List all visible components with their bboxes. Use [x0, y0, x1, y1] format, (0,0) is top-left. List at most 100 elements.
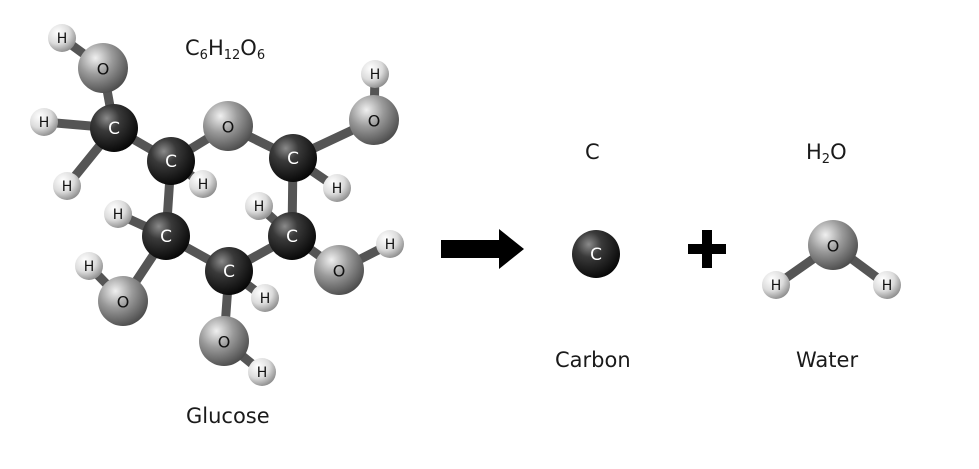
formula-subscript: 2	[821, 152, 831, 167]
formula-element: O	[830, 140, 847, 164]
carbon-atom-label: C	[160, 227, 172, 247]
oxygen-atom-label: O	[222, 118, 235, 137]
glucose-formula: C6H12O6	[185, 36, 265, 63]
oxygen-atom-label: O	[117, 293, 130, 312]
oxygen-sphere	[349, 95, 399, 145]
hydrogen-atom-label: H	[84, 259, 95, 275]
hydrogen-atom: H	[245, 192, 273, 220]
carbon-atom: C	[147, 137, 195, 185]
hydrogen-atom: H	[323, 174, 351, 202]
hydrogen-sphere	[762, 271, 790, 299]
carbon-atom: C	[572, 230, 620, 278]
formula-subscript: 12	[223, 48, 241, 63]
hydrogen-atom: H	[104, 200, 132, 228]
carbon-caption: Carbon	[555, 348, 631, 372]
carbon-sphere	[147, 137, 195, 185]
hydrogen-atom-label: H	[57, 31, 68, 47]
carbon-sphere	[572, 230, 620, 278]
hydrogen-atom: H	[30, 108, 58, 136]
hydrogen-atom: H	[762, 271, 790, 299]
hydrogen-atom-label: H	[771, 278, 782, 294]
carbon-atom-label: C	[108, 119, 120, 139]
hydrogen-atom-label: H	[260, 291, 271, 307]
carbon-atom: C	[268, 212, 316, 260]
carbon-atom-label: C	[286, 227, 298, 247]
carbon-sphere	[205, 247, 253, 295]
oxygen-sphere	[808, 220, 858, 270]
hydrogen-atom-label: H	[113, 207, 124, 223]
plus-sign	[688, 230, 726, 268]
oxygen-atom: O	[78, 43, 128, 93]
hydrogen-sphere	[361, 60, 389, 88]
oxygen-atom-label: O	[827, 237, 840, 256]
hydrogen-atom-label: H	[370, 67, 381, 83]
carbon-atom: C	[205, 247, 253, 295]
carbon-sphere	[268, 212, 316, 260]
glucose-caption: Glucose	[186, 404, 270, 428]
oxygen-atom-label: O	[218, 333, 231, 352]
hydrogen-sphere	[75, 252, 103, 280]
hydrogen-sphere	[53, 172, 81, 200]
oxygen-sphere	[98, 276, 148, 326]
carbon-atom: C	[90, 104, 138, 152]
oxygen-atom-label: O	[97, 60, 110, 79]
formula-element: O	[240, 36, 257, 60]
oxygen-atom: O	[314, 245, 364, 295]
hydrogen-sphere	[251, 284, 279, 312]
carbon-sphere	[269, 134, 317, 182]
oxygen-atom-label: O	[333, 262, 346, 281]
water-formula: H2O	[806, 140, 847, 167]
oxygen-atom: O	[808, 220, 858, 270]
hydrogen-atom-label: H	[385, 237, 396, 253]
hydrogen-atom-label: H	[257, 365, 268, 381]
hydrogen-sphere	[189, 170, 217, 198]
carbon-atom: C	[269, 134, 317, 182]
carbon-sphere	[90, 104, 138, 152]
oxygen-sphere	[314, 245, 364, 295]
formula-subscript: 6	[256, 48, 266, 63]
hydrogen-sphere	[48, 24, 76, 52]
hydrogen-atom-label: H	[254, 199, 265, 215]
oxygen-atom: O	[98, 276, 148, 326]
hydrogen-atom: H	[75, 252, 103, 280]
oxygen-sphere	[199, 316, 249, 366]
hydrogen-atom-label: H	[332, 181, 343, 197]
water-caption: Water	[796, 348, 859, 372]
hydrogen-sphere	[104, 200, 132, 228]
hydrogen-sphere	[248, 358, 276, 386]
oxygen-atom-label: O	[368, 112, 381, 131]
hydrogen-atom: H	[873, 271, 901, 299]
hydrogen-atom-label: H	[882, 278, 893, 294]
oxygen-sphere	[203, 101, 253, 151]
hydrogen-atom: H	[376, 230, 404, 258]
carbon-sphere	[142, 212, 190, 260]
hydrogen-atom-label: H	[39, 115, 50, 131]
oxygen-atom: O	[349, 95, 399, 145]
hydrogen-atom: H	[189, 170, 217, 198]
reaction-arrow	[441, 229, 524, 269]
hydrogen-sphere	[245, 192, 273, 220]
hydrogen-atom: H	[248, 358, 276, 386]
hydrogen-atom-label: H	[198, 177, 209, 193]
hydrogen-sphere	[323, 174, 351, 202]
oxygen-atom: O	[203, 101, 253, 151]
hydrogen-sphere	[376, 230, 404, 258]
carbon-atom-label: C	[165, 152, 177, 172]
formula-subscript: 6	[199, 48, 208, 63]
carbon-atom-label: C	[590, 245, 602, 265]
formula-element: C	[185, 36, 200, 60]
carbon-atom-label: C	[287, 149, 299, 169]
hydrogen-atom: H	[251, 284, 279, 312]
formula-element: H	[806, 140, 822, 164]
carbon-atom: C	[142, 212, 190, 260]
hydrogen-atom-label: H	[62, 179, 73, 195]
hydrogen-sphere	[30, 108, 58, 136]
hydrogen-atom: H	[361, 60, 389, 88]
carbon-formula: C	[585, 140, 600, 164]
oxygen-sphere	[78, 43, 128, 93]
oxygen-atom: O	[199, 316, 249, 366]
formula-element: H	[207, 36, 224, 60]
hydrogen-atom: H	[48, 24, 76, 52]
hydrogen-atom: H	[53, 172, 81, 200]
